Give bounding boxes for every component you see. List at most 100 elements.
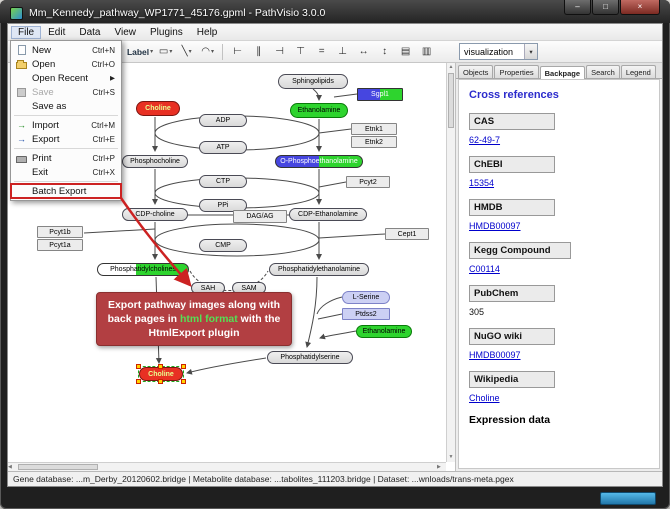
pathway-node-ppi[interactable]: PPi xyxy=(199,199,247,212)
align-top-button[interactable]: ⊤ xyxy=(291,43,310,61)
menu-separator xyxy=(14,181,118,182)
menu-item-save[interactable]: Save Ctrl+S xyxy=(11,85,121,99)
menu-file[interactable]: File xyxy=(11,25,42,39)
vertical-scrollbar[interactable]: ▲ ▼ xyxy=(446,63,455,462)
vertical-scroll-thumb[interactable] xyxy=(448,73,454,128)
align-center-horizontal-button[interactable]: ∥ xyxy=(249,43,268,61)
xref-link-hmdb[interactable]: HMDB00097 xyxy=(469,221,521,231)
menu-item-new[interactable]: New Ctrl+N xyxy=(11,43,121,57)
menu-plugins[interactable]: Plugins xyxy=(149,26,183,38)
new-line-button[interactable]: ╲▾ xyxy=(177,43,196,61)
pathway-node-phosphatidylethanolamine[interactable]: Phosphatidylethanolamine xyxy=(269,263,369,276)
pathway-node-ctp[interactable]: CTP xyxy=(199,175,247,188)
selection-handle[interactable] xyxy=(158,379,163,384)
align-left-button[interactable]: ⊢ xyxy=(228,43,247,61)
pathway-node-phosphocholine[interactable]: Phosphocholine xyxy=(122,155,188,168)
pathway-node-pcyt1b[interactable]: Pcyt1b xyxy=(37,226,83,238)
selection-handle[interactable] xyxy=(181,364,186,369)
scroll-up-icon[interactable]: ▲ xyxy=(448,64,454,70)
selection-handle[interactable] xyxy=(136,379,141,384)
pathway-node-phosphatidylcholines[interactable]: Phosphatidylcholines xyxy=(97,263,189,276)
new-shape-button[interactable]: ▭▾ xyxy=(156,43,175,61)
tab-legend[interactable]: Legend xyxy=(620,65,656,78)
menu-item-open-recent[interactable]: Open Recent ▶ xyxy=(32,72,115,84)
pathway-node-dag[interactable]: DAG/AG xyxy=(233,210,287,223)
horizontal-scrollbar[interactable]: ◀ ▶ xyxy=(8,462,446,471)
pathway-node-sah[interactable]: SAH xyxy=(191,282,225,294)
pathway-node-pcyt2[interactable]: Pcyt2 xyxy=(346,176,390,188)
align-middle-vertical-button[interactable]: = xyxy=(312,43,331,61)
menu-edit[interactable]: Edit xyxy=(48,26,66,38)
menu-item-batch-export[interactable]: Batch Export xyxy=(10,183,122,199)
xref-link-wikipedia[interactable]: Choline xyxy=(469,393,500,403)
scroll-down-icon[interactable]: ▼ xyxy=(448,454,454,460)
scroll-left-icon[interactable]: ◀ xyxy=(8,463,12,470)
toolbar-separator xyxy=(222,43,224,60)
titlebar[interactable]: Mm_Kennedy_pathway_WP1771_45176.gpml - P… xyxy=(0,0,670,23)
pathway-node-l-serine[interactable]: L-Serine xyxy=(342,291,390,304)
menu-item-open[interactable]: Open Ctrl+O xyxy=(11,57,121,71)
menubar: File Edit Data View Plugins Help xyxy=(8,24,662,41)
pathway-node-adp[interactable]: ADP xyxy=(199,114,247,127)
pathway-node-cmp[interactable]: CMP xyxy=(199,239,247,252)
sidebar: Objects Properties Backpage Search Legen… xyxy=(456,63,662,471)
menu-item-save-as[interactable]: Save as xyxy=(32,100,67,112)
pathway-node-o-phosphoethanolamine[interactable]: O-Phosphoethanolamine xyxy=(275,155,363,168)
new-label-button[interactable]: Label▾ xyxy=(126,43,154,61)
align-bottom-button[interactable]: ⊥ xyxy=(333,43,352,61)
pathway-node-choline-top[interactable]: Choline xyxy=(136,101,180,116)
menu-item-export[interactable]: → Export Ctrl+E xyxy=(11,132,121,146)
pathway-node-choline-selected[interactable]: Choline xyxy=(136,364,186,384)
pathway-node-cdp-ethanolamine[interactable]: CDP-Ethanolamine xyxy=(289,208,367,221)
visualization-combobox[interactable]: visualization ▾ xyxy=(459,43,538,60)
common-height-button[interactable]: ↕ xyxy=(375,43,394,61)
pathway-node-etnk1[interactable]: Etnk1 xyxy=(351,123,397,135)
new-document-icon xyxy=(14,44,29,56)
pathway-node-pcyt1a[interactable]: Pcyt1a xyxy=(37,239,83,251)
minimize-button[interactable]: – xyxy=(564,0,591,15)
pathway-node-atp[interactable]: ATP xyxy=(199,141,247,154)
tab-properties[interactable]: Properties xyxy=(494,65,539,78)
selection-handle[interactable] xyxy=(136,364,141,369)
pathway-node-sphingolipids[interactable]: Sphingolipids xyxy=(278,74,348,89)
tab-objects[interactable]: Objects xyxy=(458,65,494,78)
pathway-node-sgpl1[interactable]: Sgpl1 xyxy=(357,88,403,101)
selection-handle[interactable] xyxy=(181,379,186,384)
menu-data[interactable]: Data xyxy=(79,26,101,38)
align-right-button[interactable]: ⊣ xyxy=(270,43,289,61)
close-button[interactable]: × xyxy=(620,0,660,15)
stack-vertical-button[interactable]: ▤ xyxy=(396,43,415,61)
db-header-kegg: Kegg Compound xyxy=(469,242,571,259)
bottom-blue-panel xyxy=(600,492,656,505)
menu-item-exit[interactable]: Exit Ctrl+X xyxy=(32,166,115,178)
maximize-button[interactable]: □ xyxy=(592,0,619,15)
xref-link-cas[interactable]: 62-49-7 xyxy=(469,135,501,145)
pathway-node-ptdss2[interactable]: Ptdss2 xyxy=(342,308,390,320)
annotation-text: with the HtmlExport plugin xyxy=(148,313,281,340)
close-icon: × xyxy=(637,2,643,11)
scroll-right-icon[interactable]: ▶ xyxy=(437,463,441,470)
align-right-icon: ⊣ xyxy=(275,46,285,57)
xref-link-chebi[interactable]: 15354 xyxy=(469,178,495,188)
pathway-node-ethanolamine-bottom[interactable]: Ethanolamine xyxy=(356,325,412,338)
horizontal-scroll-thumb[interactable] xyxy=(18,464,98,470)
selection-handle[interactable] xyxy=(158,364,163,369)
menu-item-import[interactable]: → Import Ctrl+M xyxy=(11,118,121,132)
xref-link-nugo[interactable]: HMDB00097 xyxy=(469,350,521,360)
menu-help[interactable]: Help xyxy=(196,26,218,38)
tab-backpage[interactable]: Backpage xyxy=(539,66,586,79)
pathway-node-etnk2[interactable]: Etnk2 xyxy=(351,136,397,148)
common-width-button[interactable]: ↔ xyxy=(354,43,373,61)
menu-item-print[interactable]: Print Ctrl+P xyxy=(11,151,121,165)
pathway-node-phosphatidylserine[interactable]: Phosphatidylserine xyxy=(267,351,353,364)
stack-horizontal-button[interactable]: ▥ xyxy=(417,43,436,61)
menu-view[interactable]: View xyxy=(114,26,136,38)
tab-search[interactable]: Search xyxy=(586,65,620,78)
xref-link-kegg[interactable]: C00114 xyxy=(469,264,500,274)
common-width-icon: ↔ xyxy=(358,46,369,57)
new-arc-button[interactable]: ◠▾ xyxy=(198,43,217,61)
pathway-node-cdp-choline[interactable]: CDP-choline xyxy=(122,208,188,221)
pathway-node-cept1[interactable]: Cept1 xyxy=(385,228,429,240)
chevron-down-icon[interactable]: ▾ xyxy=(524,44,537,59)
pathway-node-ethanolamine-top[interactable]: Ethanolamine xyxy=(290,103,348,118)
